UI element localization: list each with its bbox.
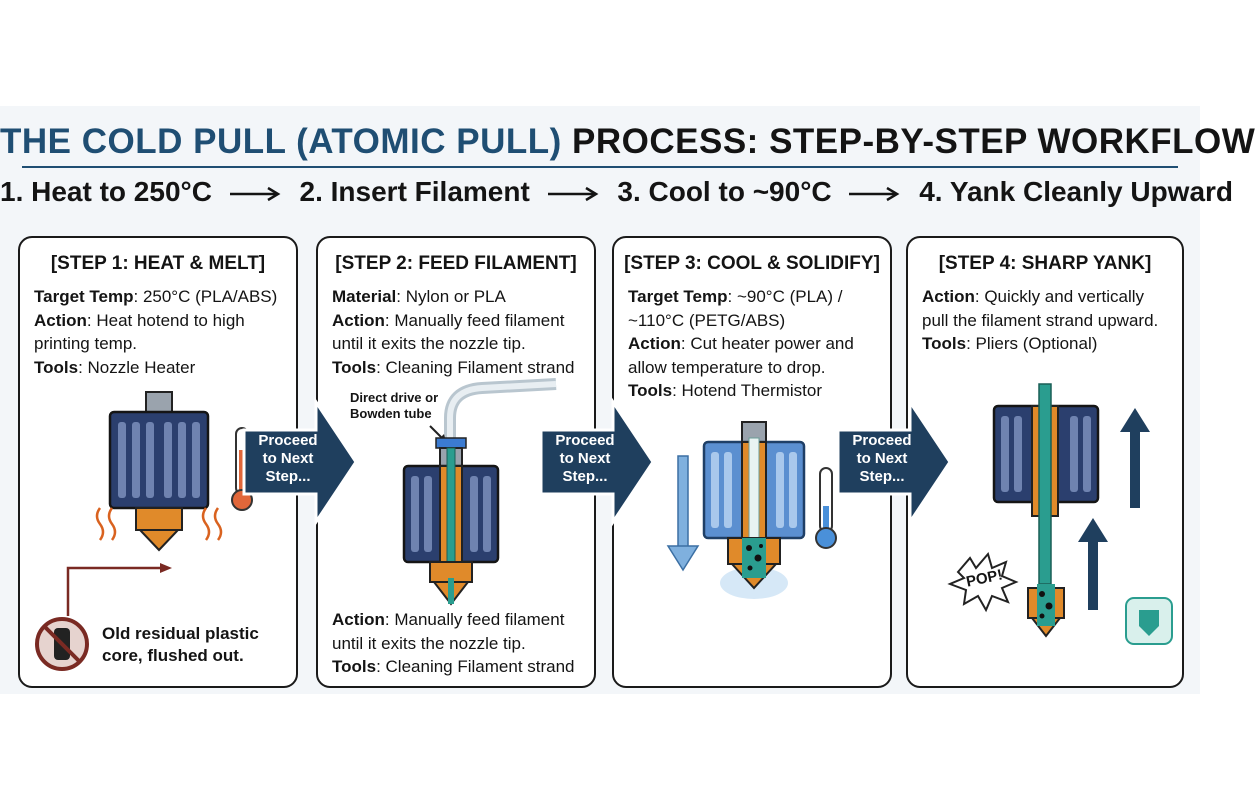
pop-burst-icon [947,551,1019,613]
workflow-summary: 1. Heat to 250°C 2. Insert Filament 3. C… [0,176,1233,208]
flow-arrow-icon [547,186,599,201]
thermometer-cold-icon [815,467,837,549]
hotend-heating-illustration [95,391,253,552]
step-4-title: [STEP 4: SHARP YANK] [938,253,1152,274]
title-underline [22,166,1178,168]
residue-pointer [66,563,172,616]
cooling-down-arrow-icon [666,455,700,572]
flow-arrow-icon [229,186,281,201]
page-title: THE COLD PULL (ATOMIC PULL) PROCESS: STE… [0,122,1255,162]
step-3-title: [STEP 3: COOL & SOLIDIFY] [624,253,880,274]
step-2-text: Material: Nylon or PLA Action: Manually … [332,287,575,377]
flow-step-1: 1. Heat to 250°C [0,176,212,207]
flow-arrow-icon [849,186,900,201]
heat-wave-icon [95,507,223,541]
step-4-card: [STEP 4: SHARP YANK] Action: Quickly and… [906,236,1184,688]
residue-note: Old residual plastic core, flushed out. [102,624,259,665]
nozzle-shield-icon [1125,597,1173,645]
hotend-cooling-illustration [666,421,837,599]
title-rest: PROCESS: STEP-BY-STEP WORKFLOW [572,122,1255,161]
step-2-bottom-text: Action: Manually feed filament until it … [332,610,575,676]
no-residue-icon [35,617,89,671]
step-2-card: [STEP 2: FEED FILAMENT] Material: Nylon … [316,236,596,688]
step-2-title: [STEP 2: FEED FILAMENT] [335,253,577,274]
hotend-feed-illustration [402,378,557,606]
flow-step-2: 2. Insert Filament [299,176,530,207]
step-4-text: Action: Quickly and vertically pull the … [922,287,1159,353]
tube-note: Direct drive or Bowden tube [350,390,439,421]
flow-step-4: 4. Yank Cleanly Upward [919,176,1234,207]
step-1-title: [STEP 1: HEAT & MELT] [50,253,266,274]
title-highlight: THE COLD PULL (ATOMIC PULL) [0,122,562,161]
step-1-text: Target Temp: 250°C (PLA/ABS) Action: Hea… [34,287,278,377]
step-3-text: Target Temp: ~90°C (PLA) / ~110°C (PETG/… [628,287,854,400]
up-arrow-icon [1078,408,1150,610]
hotend-yank-illustration [947,383,1173,645]
flow-step-3: 3. Cool to ~90°C [617,176,832,207]
